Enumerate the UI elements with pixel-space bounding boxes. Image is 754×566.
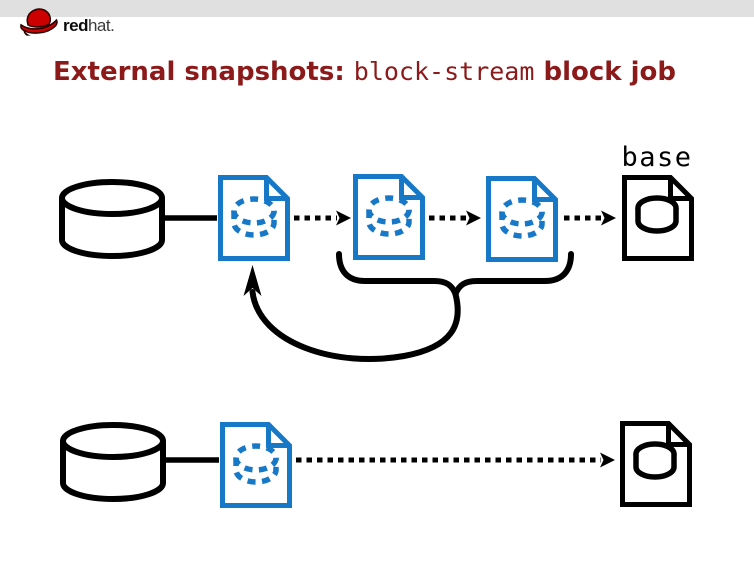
brand-red-text: red — [63, 16, 88, 35]
snapshot-file-icon-1 — [221, 178, 288, 259]
redhat-logo: redhat. — [17, 5, 115, 38]
fedora-icon — [20, 8, 58, 36]
slide-title: External snapshots: block-stream block j… — [53, 57, 676, 87]
snapshot-file-icon-2 — [356, 177, 423, 258]
backing-arrow-3 — [564, 210, 616, 226]
snapshot-file-icon-bottom — [223, 425, 290, 506]
disk-cylinder-icon-top — [62, 182, 162, 256]
backing-arrow-bottom — [296, 452, 615, 468]
stream-loop-arrow — [243, 265, 461, 362]
title-suffix: block job — [534, 57, 676, 87]
title-code-inline: block-stream — [353, 57, 535, 86]
backing-arrow-2 — [429, 210, 481, 226]
base-file-icon-top — [625, 178, 692, 259]
snapshot-file-icon-3 — [489, 179, 556, 260]
backing-arrow-1 — [294, 210, 351, 226]
base-label: base — [621, 142, 692, 173]
base-file-icon-bottom — [623, 424, 690, 505]
brand-hat-text: hat. — [87, 16, 115, 35]
header-bar — [0, 0, 754, 17]
brand-wordmark: redhat. — [63, 16, 115, 38]
disk-cylinder-icon-bottom — [63, 425, 163, 499]
title-prefix: External snapshots: — [53, 57, 354, 87]
